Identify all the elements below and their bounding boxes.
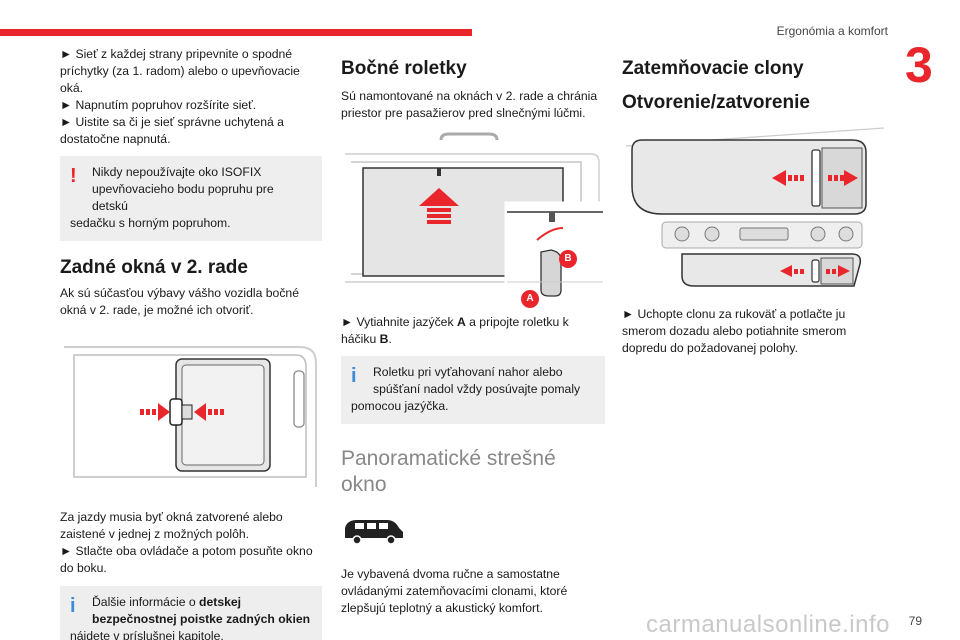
info-text-bold: detskej [199,595,242,609]
info-text-bold: bezpečnostnej poistke zadných okien [92,612,311,626]
paragraph-line: smerom dozadu alebo potiahnite smerom [622,324,847,338]
warning-text: Nikdy nepoužívajte oko ISOFIX [92,165,262,179]
info-icon: i [351,365,357,387]
info-icon: i [70,595,76,617]
column-2: Bočné roletky Sú namontované na oknách v… [341,46,605,617]
label-a: A [521,290,539,308]
intro-line: ► Sieť z každej strany pripevnite o spod… [60,47,293,61]
paragraph-line: okná v 2. rade, je možné ich otvoriť. [60,303,254,317]
warning-icon: ! [70,165,77,187]
roof-blind-illustration [625,127,885,287]
instruction-line: háčiku B. [341,332,392,346]
header-accent-bar [0,29,472,36]
info-note: i Roletku pri vyťahovaní nahor alebo spú… [341,356,605,424]
paragraph-line: Za jazdy musia byť okná zatvorené alebo [60,510,283,524]
section-heading: Zadné okná v 2. rade [60,257,248,278]
intro-line: ► Napnutím popruhov rozšírite sieť. [60,98,257,112]
info-text: spúšťaní nadol vždy posúvajte pomaly [373,382,581,396]
warning-note: ! Nikdy nepoužívajte oko ISOFIX upevňova… [60,156,322,241]
subsection-heading: Otvorenie/zatvorenie [622,92,810,113]
paragraph-line: Ak sú súčasťou výbavy vášho vozidla bočn… [60,286,299,300]
column-3: Zatemňovacie clony Otvorenie/zatvorenie … [622,46,886,357]
intro-line: dostatočne napnutá. [60,132,171,146]
label-b: B [559,250,577,268]
paragraph-line: Sú namontované na oknách v 2. rade a chr… [341,89,598,103]
paragraph-line: ► Stlačte oba ovládače a potom posuňte o… [60,544,313,558]
intro-line: ► Uistite sa či je sieť správne uchytená… [60,115,284,129]
warning-text: upevňovacieho bodu popruhu pre detskú [92,182,274,213]
rear-window-illustration [64,346,317,487]
intro-line: príchytky (za 1. radom) alebo o upevňova… [60,64,300,78]
instruction-line: ► Vytiahnite jazýček A a pripojte roletk… [341,315,569,329]
section-heading-light: Panoramatické strešné [341,447,556,470]
paragraph-line: Je vybavená dvoma ručne a samostatne [341,567,560,581]
column-1: ► Sieť z každej strany pripevnite o spod… [60,46,322,640]
section-heading: Zatemňovacie clony [622,58,804,79]
info-text: pomocou jazýčka. [351,399,449,413]
section-heading: Bočné roletky [341,58,467,79]
intro-line: oká. [60,81,84,95]
warning-text: sedačku s horným popruhom. [70,216,231,230]
chapter-number: 3 [905,37,933,93]
side-blind-figure [345,132,605,302]
info-text: Roletku pri vyťahovaní nahor alebo [373,365,563,379]
paragraph-line: dopredu do požadovanej polohy. [622,341,798,355]
paragraph-line: ► Uchopte clonu za rukoväť a potlačte ju [622,307,846,321]
side-blind-illustration: B A [341,132,605,308]
section-title: Ergonómia a komfort [776,24,888,38]
paragraph-line: priestor pre pasažierov pred slnečnými l… [341,106,586,120]
paragraph-line: ovládanými zatemňovacími clonami, ktoré [341,584,568,598]
info-note: i Ďalšie informácie o detskej bezpečnost… [60,586,322,640]
watermark: carmanualsonline.info [646,611,890,638]
van-icon [345,520,403,545]
paragraph-line: zlepšujú teplotný a akustický komfort. [341,601,543,615]
paragraph-line: do boku. [60,561,107,575]
info-text: Ďalšie informácie o [92,595,200,609]
page-number: 79 [908,614,922,628]
paragraph-line: zaistené v jednej z možných polôh. [60,527,250,541]
info-text: nájdete v príslušnej kapitole. [70,629,224,640]
section-heading-light: okno [341,473,387,496]
